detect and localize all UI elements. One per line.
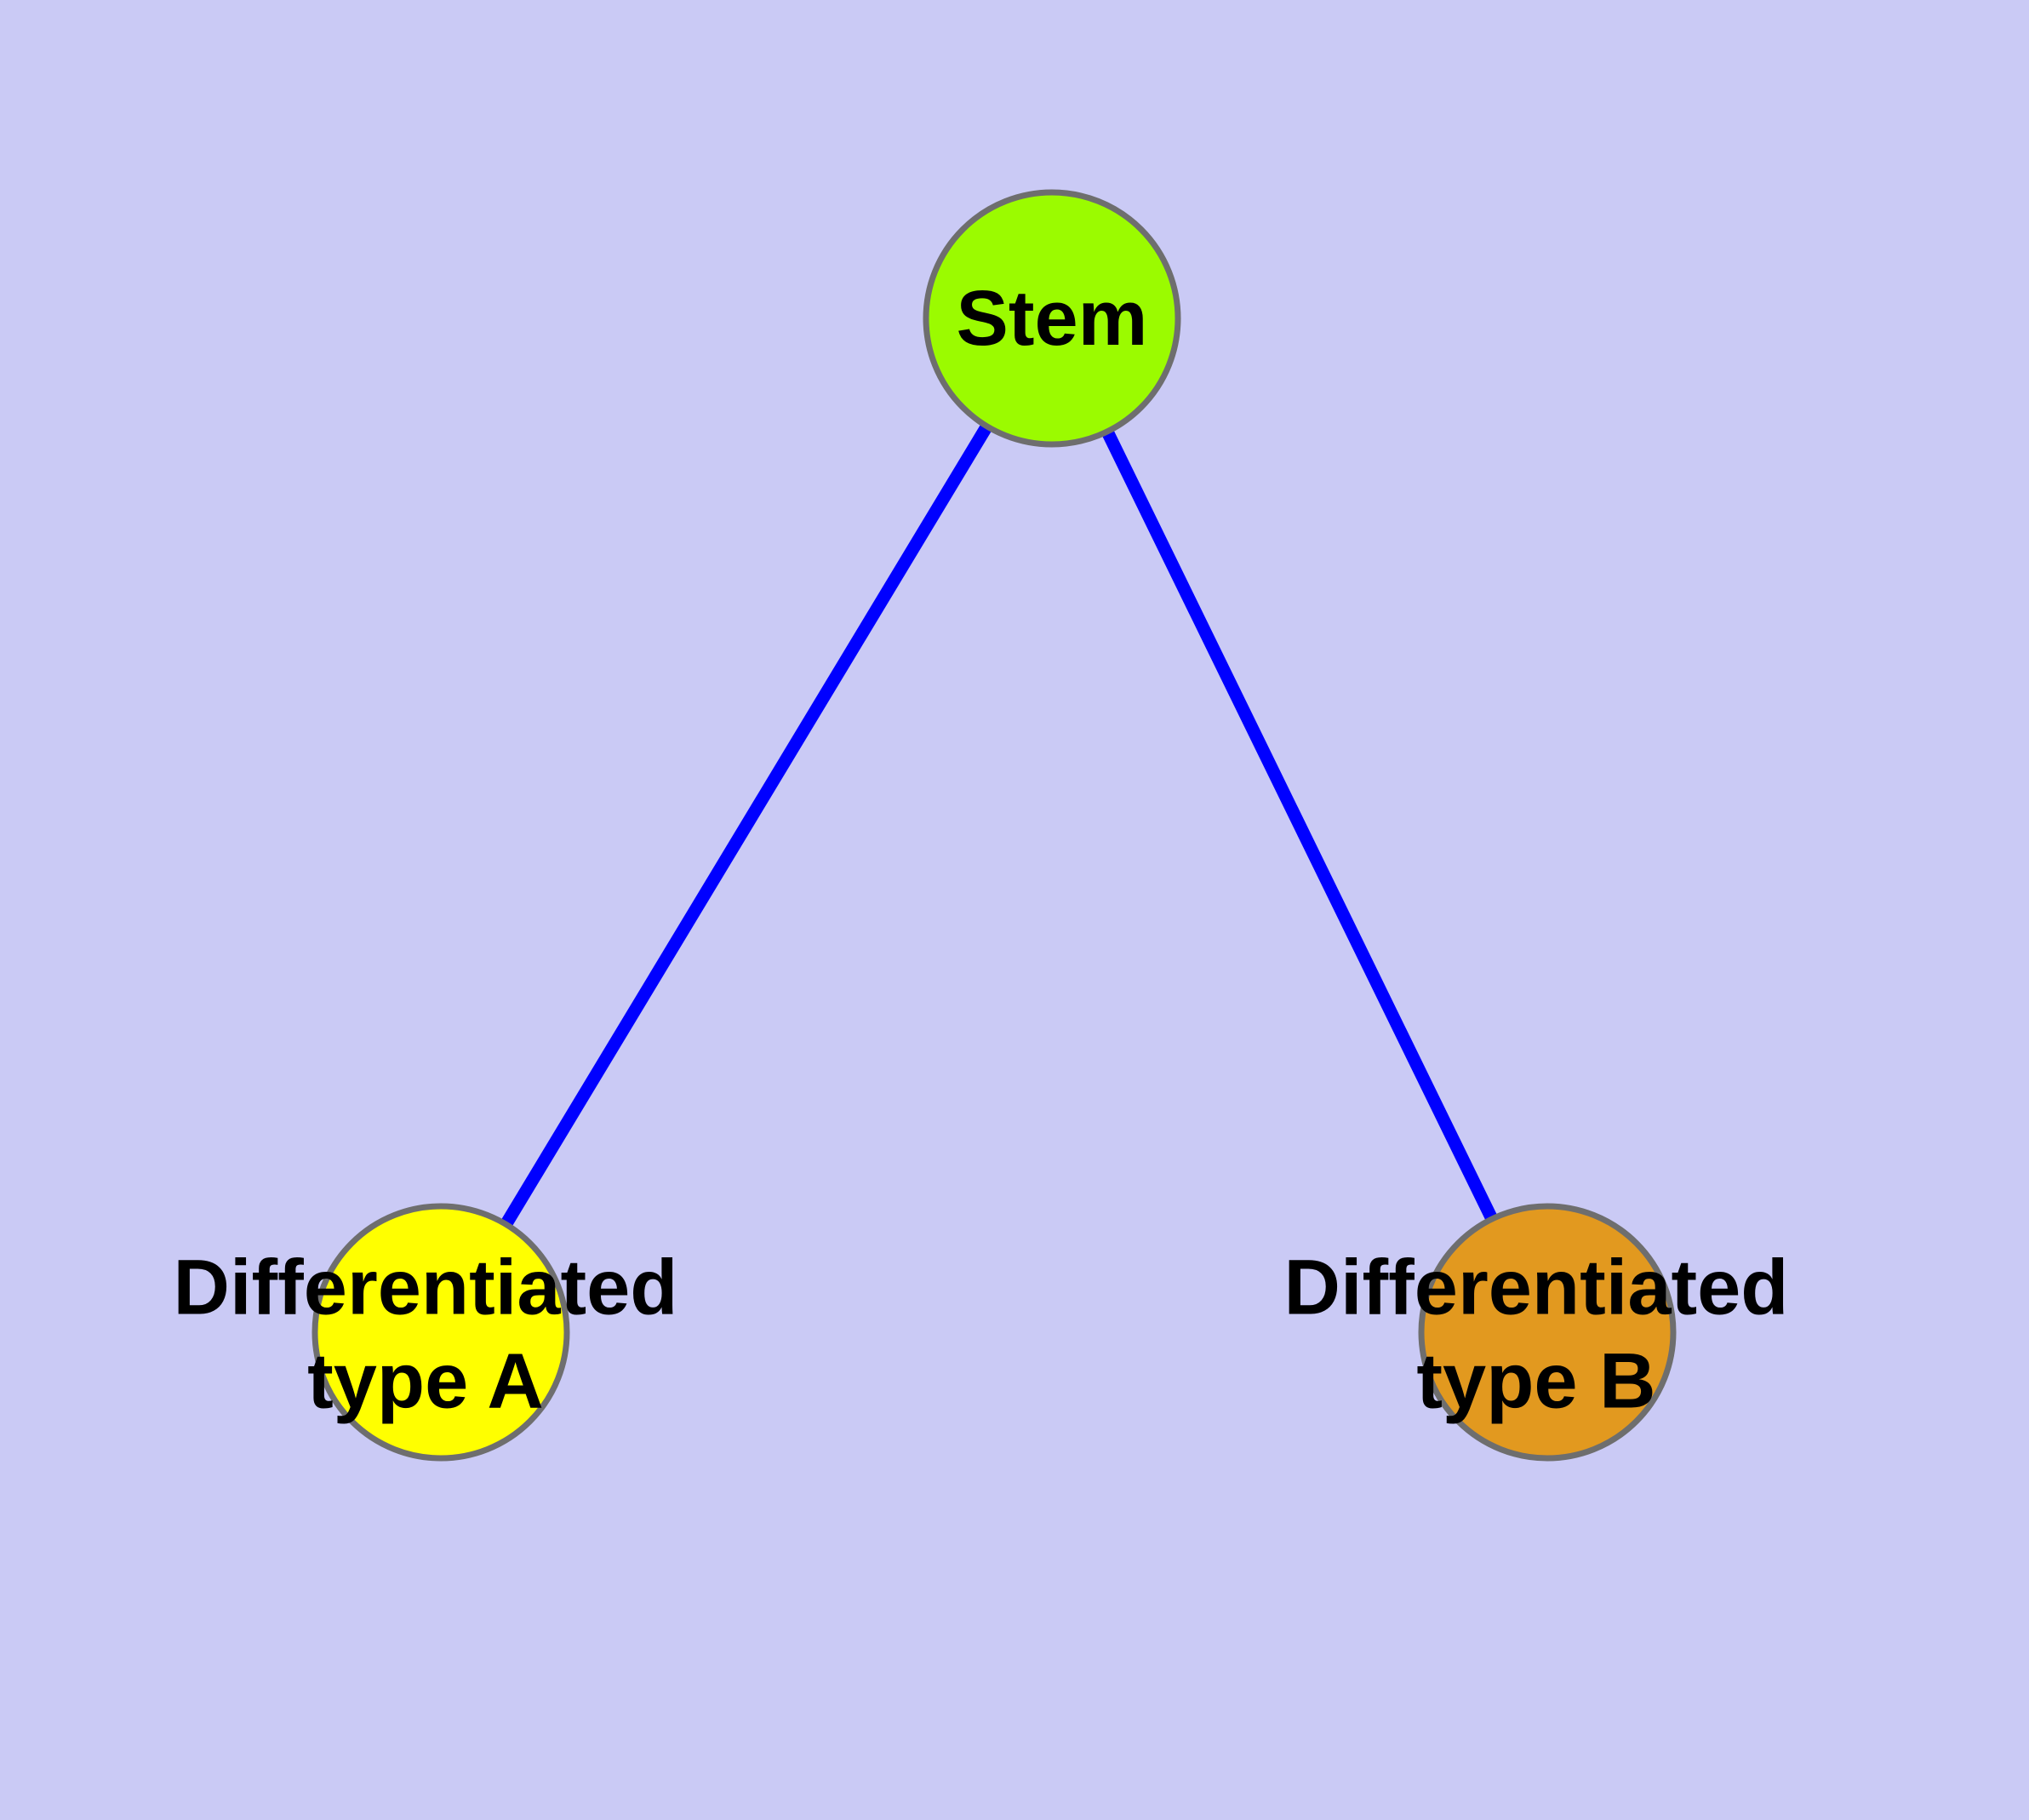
node-differentiated-type-a <box>311 1203 570 1462</box>
node-differentiated-type-b <box>1418 1203 1677 1462</box>
node-stem <box>923 189 1181 448</box>
edge-stem-to-type-a <box>435 315 1058 1336</box>
label-type-a-line1: Differentiated <box>173 1244 678 1331</box>
label-stem: Stem <box>956 274 1148 362</box>
edge-stem-to-type-b <box>1046 315 1553 1336</box>
label-differentiated-type-a: Differentiated type A <box>174 1241 678 1429</box>
label-differentiated-type-b: Differentiated type B <box>1284 1241 1789 1429</box>
label-type-b-line2: type B <box>1416 1338 1656 1425</box>
label-type-b-line1: Differentiated <box>1283 1244 1789 1331</box>
label-type-a-line2: type A <box>307 1338 544 1425</box>
